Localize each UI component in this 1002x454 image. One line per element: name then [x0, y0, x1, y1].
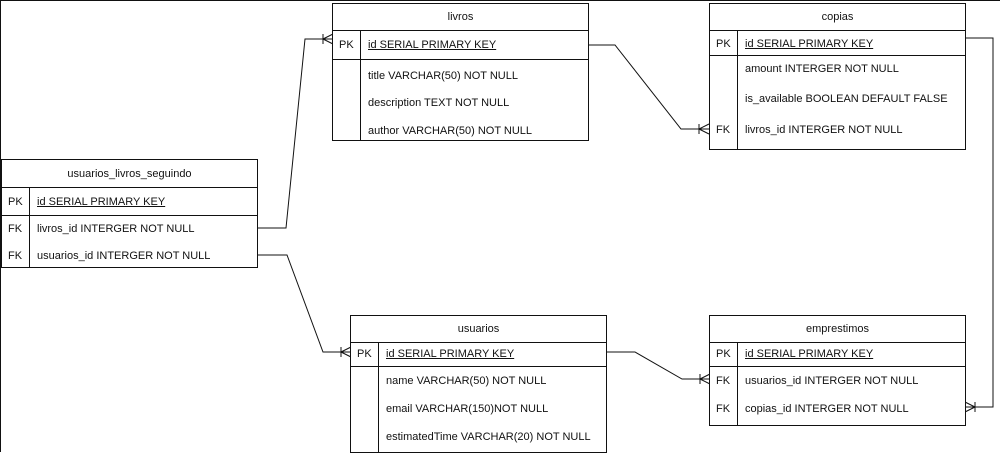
- entity-row[interactable]: name VARCHAR(50) NOT NULL: [351, 367, 606, 394]
- key-badge: [351, 423, 379, 450]
- field-label: copias_id INTERGER NOT NULL: [745, 402, 909, 415]
- key-badge: [351, 395, 379, 422]
- crowfoot-emprestimos-copias: [964, 401, 976, 413]
- key-badge: FK: [8, 222, 23, 235]
- field-label: estimatedTime VARCHAR(20) NOT NULL: [386, 430, 591, 443]
- entity-title: emprestimos: [710, 316, 965, 343]
- link-usuarios-emprestimos: [607, 351, 710, 380]
- entity-livros[interactable]: livros PK id SERIAL PRIMARY KEY title VA…: [332, 3, 589, 141]
- field-label: id SERIAL PRIMARY KEY: [745, 347, 874, 360]
- crowfoot-livros-seguindo: [322, 33, 334, 45]
- entity-row[interactable]: FK usuarios_id INTERGER NOT NULL: [2, 242, 257, 269]
- entity-row[interactable]: FK usuarios_id INTERGER NOT NULL: [710, 367, 965, 394]
- link-seguindo-usuarios: [258, 254, 351, 353]
- entity-emprestimos[interactable]: emprestimos PK id SERIAL PRIMARY KEY FK …: [709, 315, 966, 426]
- entity-row[interactable]: PK id SERIAL PRIMARY KEY: [333, 31, 588, 59]
- link-seguindo-livros: [258, 38, 333, 229]
- entity-title: usuarios: [351, 316, 606, 343]
- entity-row[interactable]: is_available BOOLEAN DEFAULT FALSE: [710, 84, 965, 114]
- key-badge: FK: [716, 124, 731, 136]
- entity-usuarios-livros-seguindo[interactable]: usuarios_livros_seguindo PK id SERIAL PR…: [1, 159, 258, 268]
- field-label: livros_id INTERGER NOT NULL: [37, 222, 195, 235]
- field-label: is_available BOOLEAN DEFAULT FALSE: [745, 93, 948, 105]
- entity-copias[interactable]: copias PK id SERIAL PRIMARY KEY amount I…: [709, 3, 966, 150]
- entity-row[interactable]: FK livros_id INTERGER NOT NULL: [2, 215, 257, 242]
- key-badge: PK: [8, 195, 23, 208]
- link-copias-emprestimos: [965, 37, 994, 408]
- field-label: id SERIAL PRIMARY KEY: [37, 195, 166, 208]
- field-label: usuarios_id INTERGER NOT NULL: [37, 249, 211, 262]
- key-badge: PK: [716, 347, 731, 360]
- entity-row[interactable]: email VARCHAR(150)NOT NULL: [351, 395, 606, 422]
- entity-usuarios[interactable]: usuarios PK id SERIAL PRIMARY KEY name V…: [350, 315, 607, 453]
- field-label: id SERIAL PRIMARY KEY: [386, 347, 515, 360]
- key-badge: FK: [716, 402, 731, 415]
- key-badge: FK: [8, 249, 23, 262]
- key-badge: PK: [339, 39, 354, 51]
- key-badge: [351, 367, 379, 394]
- entity-row[interactable]: author VARCHAR(50) NOT NULL: [333, 117, 588, 145]
- entity-title: usuarios_livros_seguindo: [2, 160, 257, 188]
- crowfoot-copias-livros: [698, 123, 710, 135]
- key-badge: [333, 62, 361, 90]
- key-badge: PK: [357, 347, 372, 360]
- field-label: amount INTERGER NOT NULL: [745, 63, 899, 75]
- key-badge: [710, 84, 738, 114]
- entity-title: copias: [710, 4, 965, 31]
- entity-row[interactable]: PK id SERIAL PRIMARY KEY: [710, 30, 965, 58]
- key-badge: [710, 54, 738, 84]
- field-label: email VARCHAR(150)NOT NULL: [386, 402, 549, 415]
- entity-title: livros: [333, 4, 588, 31]
- entity-row[interactable]: estimatedTime VARCHAR(20) NOT NULL: [351, 423, 606, 450]
- link-livros-copias: [589, 44, 709, 130]
- crowfoot-usuarios-seguindo: [340, 346, 352, 358]
- entity-row[interactable]: FK livros_id INTERGER NOT NULL: [710, 116, 965, 144]
- key-badge: PK: [716, 38, 731, 50]
- crowfoot-emprestimos-usuarios: [699, 373, 711, 385]
- entity-row[interactable]: PK id SERIAL PRIMARY KEY: [2, 188, 257, 215]
- entity-row[interactable]: PK id SERIAL PRIMARY KEY: [710, 341, 965, 366]
- entity-row[interactable]: amount INTERGER NOT NULL: [710, 54, 965, 84]
- entity-row[interactable]: PK id SERIAL PRIMARY KEY: [351, 341, 606, 366]
- key-badge: FK: [716, 374, 731, 387]
- key-badge: [333, 117, 361, 145]
- field-label: id SERIAL PRIMARY KEY: [368, 39, 497, 51]
- field-label: usuarios_id INTERGER NOT NULL: [745, 374, 919, 387]
- field-label: name VARCHAR(50) NOT NULL: [386, 374, 547, 387]
- field-label: title VARCHAR(50) NOT NULL: [368, 70, 518, 82]
- key-badge: [333, 89, 361, 117]
- field-label: id SERIAL PRIMARY KEY: [745, 38, 874, 50]
- entity-row[interactable]: description TEXT NOT NULL: [333, 89, 588, 117]
- field-label: author VARCHAR(50) NOT NULL: [368, 125, 533, 137]
- entity-row[interactable]: FK copias_id INTERGER NOT NULL: [710, 395, 965, 422]
- field-label: description TEXT NOT NULL: [368, 97, 510, 109]
- entity-row[interactable]: title VARCHAR(50) NOT NULL: [333, 62, 588, 90]
- field-label: livros_id INTERGER NOT NULL: [745, 124, 903, 136]
